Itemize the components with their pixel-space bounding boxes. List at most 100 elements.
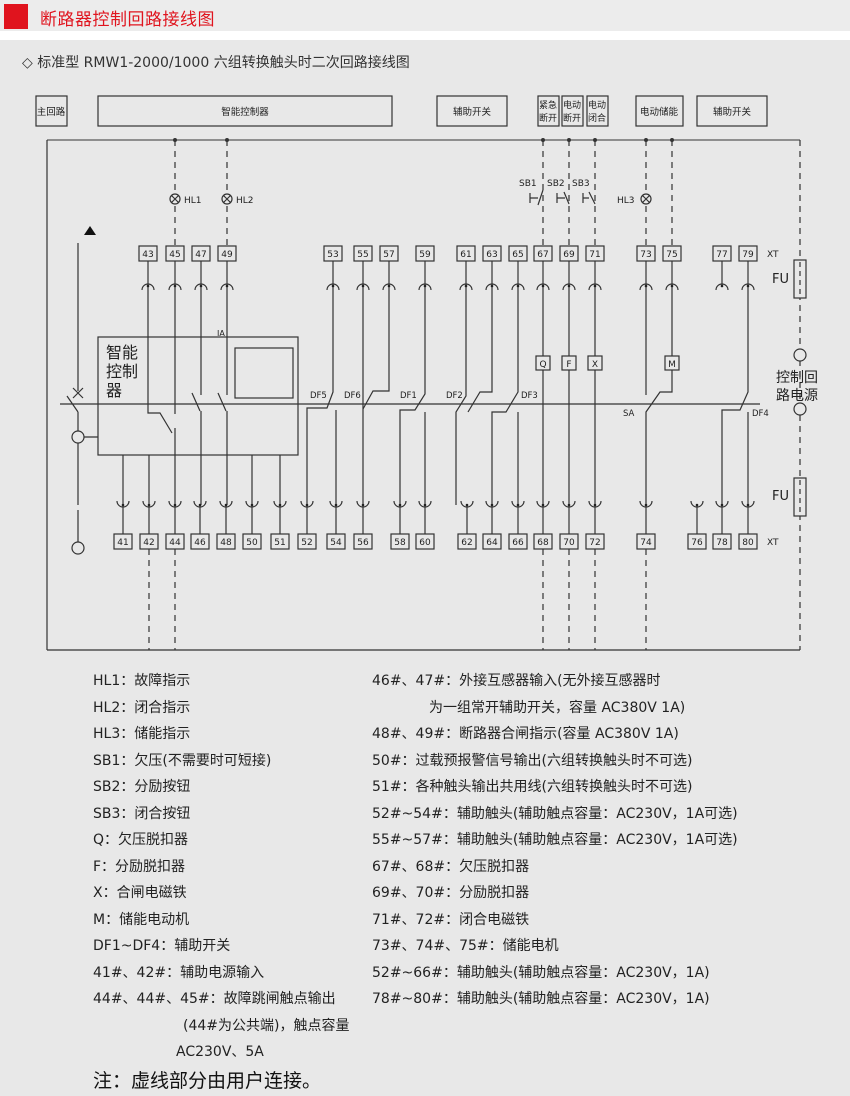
svg-text:56: 56 [357, 538, 369, 548]
wire [191, 286, 202, 505]
connector-icon [536, 500, 550, 508]
terminal-62: 62 [457, 500, 477, 550]
connector-icon [511, 283, 525, 291]
section-header: 断路器控制回路接线图 [0, 0, 850, 31]
svg-text:DF3: DF3 [521, 391, 538, 401]
connector-icon [382, 283, 396, 291]
svg-text:74: 74 [640, 538, 652, 548]
svg-text:58: 58 [394, 538, 406, 548]
svg-text:61: 61 [460, 250, 471, 260]
top-box-main-circuit: 主回路 [35, 95, 68, 127]
note: 55#~57#：辅助触头(辅助触点容量：AC230V，1A可选) [372, 832, 738, 848]
terminal-54: 54 [326, 500, 346, 550]
terminal-59: 59 [415, 245, 435, 291]
svg-text:55: 55 [357, 250, 368, 260]
lamp-hl1: HL1 [169, 193, 202, 206]
terminal-42: 42 [139, 500, 159, 550]
arrow-up-icon [84, 226, 96, 235]
connector-icon [588, 283, 602, 291]
svg-text:DF5: DF5 [310, 391, 327, 401]
svg-text:52: 52 [301, 538, 312, 548]
note: HL1：故障指示 [93, 673, 191, 689]
wire [147, 286, 176, 505]
connector-icon [485, 283, 499, 291]
note: 73#、74#、75#：储能电机 [372, 938, 559, 954]
button-sb3: SB3 [572, 179, 596, 205]
wire [399, 286, 426, 505]
svg-text:72: 72 [589, 538, 600, 548]
terminal-68: 68 [533, 500, 553, 550]
note: HL3：储能指示 [93, 726, 191, 742]
svg-text:75: 75 [666, 250, 677, 260]
svg-text:50: 50 [246, 538, 258, 548]
note: HL2：闭合指示 [93, 699, 191, 716]
svg-text:53: 53 [327, 250, 338, 260]
diagram-subtitle: ◇ 标准型 RMW1-2000/1000 六组转换触头时二次回路接线图 [22, 55, 410, 71]
fuse-bottom: FU [772, 477, 807, 517]
svg-text:Q: Q [539, 360, 546, 370]
svg-text:62: 62 [461, 538, 472, 548]
lamp-hl2: HL2 [221, 193, 254, 206]
svg-text:48: 48 [220, 538, 232, 548]
terminal-67: 67 [533, 245, 553, 291]
connector-icon [220, 283, 234, 291]
terminal-73: 73 [636, 245, 656, 291]
svg-text:SB3: SB3 [572, 179, 590, 189]
connector-icon [418, 500, 432, 508]
terminal-53: 53 [323, 245, 343, 291]
terminal-60: 60 [415, 500, 435, 550]
connector-icon [193, 500, 207, 508]
svg-text:70: 70 [563, 538, 575, 548]
xt-label-top: XT [767, 250, 779, 260]
svg-text:SB2: SB2 [547, 179, 565, 189]
connector-icon [142, 500, 156, 508]
note: 52#~54#：辅助触头(辅助触点容量：AC230V，1A可选) [372, 805, 738, 822]
connector-icon [116, 500, 130, 508]
terminal-52: 52 [297, 500, 317, 550]
coil-q: Q [535, 355, 551, 371]
terminal-45: 45 [165, 245, 185, 291]
svg-text:HL2: HL2 [236, 196, 254, 206]
connector-icon [418, 283, 432, 291]
terminal-65: 65 [508, 245, 528, 291]
svg-text:44: 44 [169, 538, 181, 548]
svg-text:控制: 控制 [106, 362, 138, 381]
svg-text:45: 45 [169, 250, 180, 260]
top-box-aux-switch-2: 辅助开关 [696, 95, 768, 127]
svg-text:DF2: DF2 [446, 391, 463, 401]
footnote: 注：虚线部分由用户连接。 [93, 1070, 322, 1092]
note: 41#、42#：辅助电源输入 [93, 964, 265, 981]
terminal-66: 66 [508, 500, 528, 550]
terminal-69: 69 [559, 245, 579, 291]
terminal-44: 44 [165, 500, 185, 550]
connector-icon [588, 500, 602, 508]
svg-text:断开: 断开 [539, 112, 557, 124]
connector-icon [562, 283, 576, 291]
svg-text:DF1: DF1 [400, 391, 417, 401]
header-accent-square [4, 4, 28, 29]
svg-text:电动储能: 电动储能 [640, 106, 679, 118]
connector-icon [741, 500, 755, 508]
svg-text:69: 69 [563, 250, 575, 260]
svg-text:路电源: 路电源 [776, 388, 818, 404]
svg-text:64: 64 [486, 538, 498, 548]
svg-text:X: X [592, 360, 598, 370]
note: 44#、44#、45#：故障跳闸触点输出 [93, 991, 336, 1007]
svg-text:73: 73 [640, 250, 651, 260]
terminal-79: 79 [738, 245, 758, 291]
svg-text:SB1: SB1 [519, 179, 537, 189]
terminal-64: 64 [482, 500, 502, 550]
note: 46#、47#：外接互感器输入(无外接互感器时 [372, 673, 661, 689]
svg-text:65: 65 [512, 250, 523, 260]
button-sb1: SB1 [519, 179, 544, 206]
connector-icon [715, 500, 729, 508]
terminal-55: 55 [353, 245, 373, 291]
svg-text:59: 59 [419, 250, 431, 260]
svg-text:80: 80 [742, 538, 754, 548]
terminal-58: 58 [390, 500, 410, 550]
wire [645, 286, 673, 505]
internal-wires [122, 286, 749, 505]
svg-text:辅助开关: 辅助开关 [453, 106, 492, 118]
